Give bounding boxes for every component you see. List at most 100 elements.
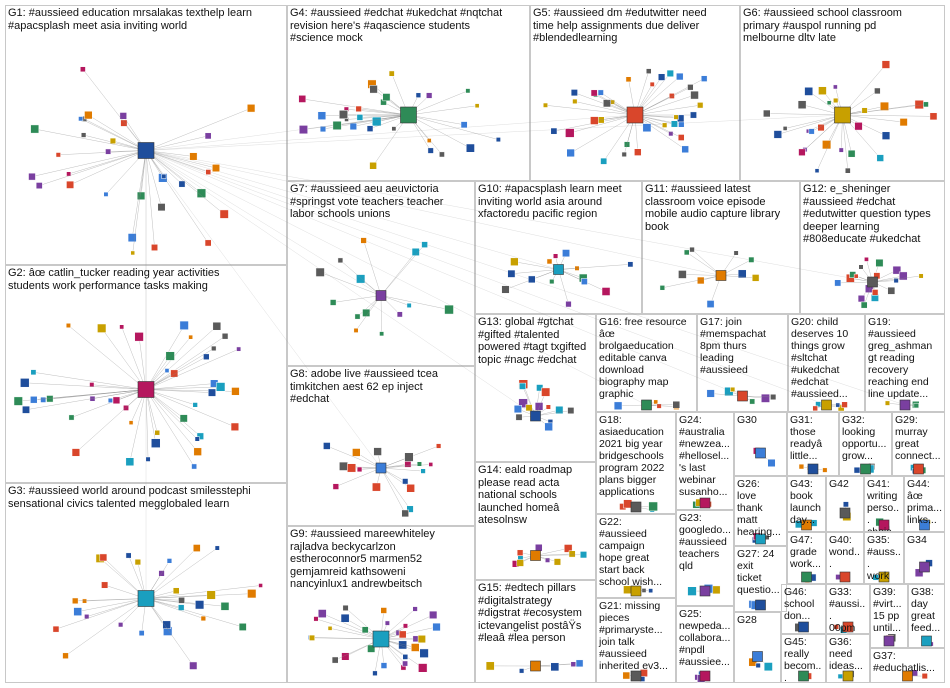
node bbox=[35, 182, 43, 189]
node bbox=[219, 209, 229, 219]
node bbox=[231, 387, 240, 396]
group-G36: G36: need ideas... bbox=[826, 634, 870, 683]
group-G18: G18: asiaeducation 2021 big year bridges… bbox=[596, 412, 676, 514]
node bbox=[402, 660, 408, 667]
node bbox=[782, 126, 788, 131]
node bbox=[154, 429, 160, 436]
node bbox=[923, 101, 929, 108]
node bbox=[545, 557, 551, 563]
edge bbox=[145, 348, 239, 390]
node bbox=[206, 590, 216, 600]
node bbox=[534, 402, 544, 411]
group-label: G41: writing perso... choic... bbox=[867, 478, 901, 532]
group-G23: G23: googledo... #aussieed teachers qld bbox=[676, 510, 734, 606]
edge bbox=[145, 383, 215, 390]
node bbox=[238, 623, 247, 631]
node bbox=[516, 549, 524, 556]
edge bbox=[842, 114, 849, 171]
edge bbox=[145, 150, 217, 169]
node bbox=[535, 543, 543, 552]
group-G33: G33: #aussi... 00pm bbox=[826, 584, 870, 634]
group-G37: G37: #educhatlis... bbox=[870, 648, 945, 683]
node bbox=[112, 396, 121, 405]
node bbox=[841, 401, 848, 408]
node bbox=[195, 600, 205, 610]
node bbox=[172, 587, 180, 595]
group-G43: G43: book launch day... bbox=[787, 476, 826, 532]
node bbox=[678, 270, 687, 279]
edge bbox=[535, 554, 584, 556]
edge bbox=[408, 105, 478, 116]
edge bbox=[302, 98, 409, 116]
node bbox=[518, 398, 528, 408]
node bbox=[109, 137, 116, 144]
edge bbox=[574, 101, 636, 116]
group-G27: G27: 24 exit ticket questio... bbox=[734, 546, 787, 612]
group-G19: G19: #aussieed greg_ashman gt reading re… bbox=[865, 314, 945, 412]
hub-node bbox=[842, 621, 854, 633]
edge bbox=[145, 389, 201, 437]
node bbox=[466, 143, 475, 153]
node bbox=[80, 66, 86, 73]
node bbox=[597, 89, 604, 96]
node bbox=[101, 581, 109, 589]
node bbox=[555, 405, 564, 414]
edge bbox=[145, 389, 157, 444]
node bbox=[196, 188, 207, 198]
edge bbox=[145, 389, 149, 460]
node bbox=[854, 122, 863, 131]
edge bbox=[145, 585, 261, 599]
node bbox=[553, 558, 561, 566]
group-label: G43: book launch day... bbox=[790, 478, 821, 526]
edge bbox=[380, 295, 382, 334]
node bbox=[770, 393, 777, 401]
hub-node bbox=[755, 533, 766, 545]
edge bbox=[145, 547, 218, 599]
node bbox=[65, 323, 71, 328]
node bbox=[323, 442, 331, 450]
edge bbox=[558, 264, 631, 270]
hub-node bbox=[137, 590, 155, 607]
group-G39: G39: #virt... 15 pp until... bbox=[870, 584, 908, 648]
node bbox=[648, 501, 658, 512]
node bbox=[822, 467, 828, 473]
edge bbox=[558, 269, 569, 305]
node bbox=[645, 68, 652, 74]
edge bbox=[320, 272, 382, 296]
node bbox=[767, 458, 776, 468]
group-label: G47: grade work... bbox=[790, 534, 821, 570]
edge bbox=[842, 114, 904, 123]
group-label: G38: day great feed... bbox=[911, 586, 941, 634]
node bbox=[689, 246, 695, 253]
node bbox=[672, 400, 681, 409]
node bbox=[188, 334, 193, 340]
node bbox=[641, 588, 647, 593]
node bbox=[763, 662, 773, 672]
node bbox=[192, 544, 201, 552]
edge bbox=[145, 325, 185, 390]
edge bbox=[322, 613, 382, 640]
node bbox=[208, 388, 216, 397]
edge bbox=[358, 108, 409, 116]
node bbox=[411, 247, 420, 256]
group-label: G30 bbox=[737, 414, 757, 426]
group-label: G23: googledo... #aussieed teachers qld bbox=[679, 512, 731, 572]
node bbox=[893, 277, 899, 284]
node bbox=[20, 378, 30, 388]
node bbox=[313, 616, 319, 622]
node bbox=[406, 302, 412, 308]
node bbox=[203, 353, 210, 360]
group-G4: G4: #aussieed #edchat #ukedchat #nqtchat… bbox=[287, 5, 530, 181]
group-G9: G9: #aussieed mareewhiteley rajladva bec… bbox=[287, 526, 475, 683]
edge bbox=[129, 389, 147, 462]
node bbox=[384, 620, 390, 626]
edge bbox=[710, 393, 743, 397]
node bbox=[860, 301, 868, 309]
group-label: G42 bbox=[829, 478, 849, 490]
edge bbox=[682, 274, 722, 276]
edge bbox=[145, 150, 155, 248]
node bbox=[332, 483, 340, 490]
node bbox=[921, 673, 928, 680]
node bbox=[544, 422, 553, 432]
